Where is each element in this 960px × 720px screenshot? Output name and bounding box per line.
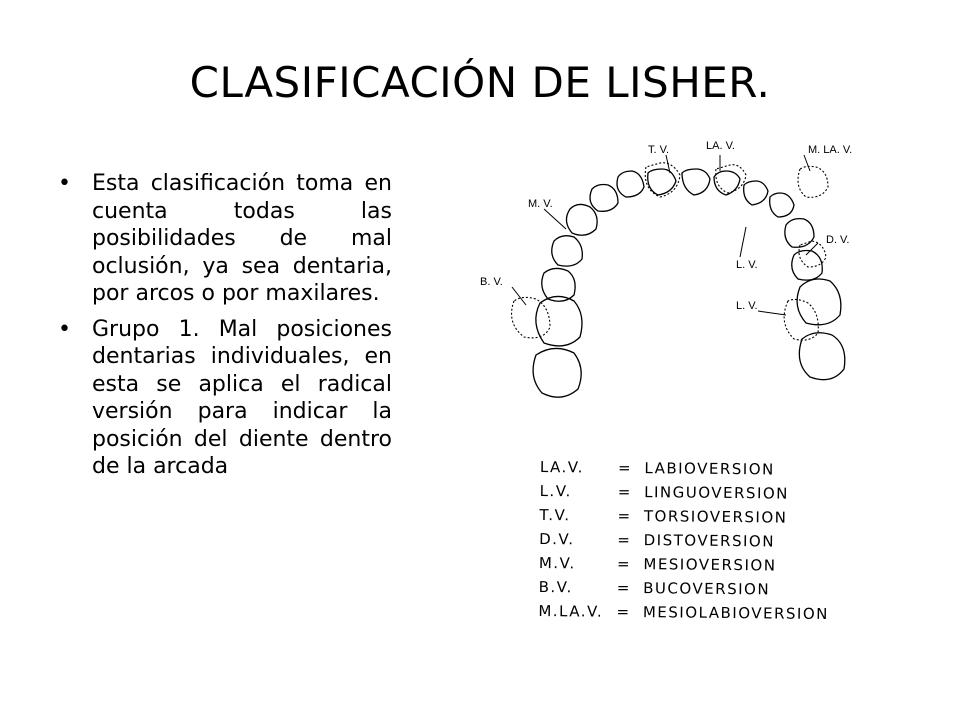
label-mv: M. V.: [528, 198, 553, 210]
legend-meaning: MESIOLABIOVERSION: [642, 603, 830, 624]
slide-title: CLASIFICACIÓN DE LISHER.: [189, 58, 771, 108]
leader-line: [739, 226, 747, 258]
leader-line: [805, 242, 819, 256]
label-bv: B. V.: [480, 276, 503, 288]
label-lav: LA. V.: [706, 140, 735, 152]
bullet-item: • Grupo 1. Mal posiciones dentarias indi…: [58, 316, 392, 481]
tooth: [616, 170, 645, 198]
legend-meaning: DISTOVERSION: [643, 531, 776, 551]
label-mlav: M. LA. V.: [808, 144, 852, 156]
tooth: [532, 347, 582, 398]
dotted-tooth-outline: [783, 298, 819, 341]
legend-abbr: T.V.: [539, 505, 571, 525]
legend-abbr: M.V.: [538, 553, 576, 573]
tooth: [713, 170, 741, 196]
abbreviation-legend: LA.V. = LABIOVERSION L.V. = LINGUOVERSIO…: [538, 455, 920, 659]
legend-meaning: LINGUOVERSION: [644, 483, 790, 503]
tooth: [541, 267, 576, 302]
tooth: [589, 183, 619, 212]
tooth: [647, 168, 677, 196]
label-lv: L. V.: [736, 300, 758, 312]
legend-abbr: D.V.: [539, 529, 575, 549]
legend-equals: =: [617, 554, 632, 573]
tooth: [791, 249, 823, 281]
legend-equals: =: [617, 506, 632, 525]
tooth: [769, 192, 795, 218]
bullet-dot: •: [58, 316, 71, 342]
label-lv: L. V.: [736, 259, 758, 271]
legend-abbr: M.LA.V.: [538, 601, 604, 621]
legend-meaning: TORSIOVERSION: [643, 507, 788, 527]
legend-meaning: MESIOVERSION: [643, 555, 777, 575]
legend-abbr: LA.V.: [539, 457, 585, 477]
dotted-tooth-outline: [798, 240, 827, 268]
tooth: [784, 217, 815, 248]
tooth: [798, 332, 846, 381]
leader-line: [543, 208, 567, 230]
tooth: [796, 278, 842, 326]
legend-equals: =: [616, 578, 632, 597]
bullet-list: • Esta clasificación toma en cuenta toda…: [58, 170, 392, 489]
dotted-tooth-outline: [797, 165, 829, 198]
label-tv: T. V.: [648, 144, 669, 156]
tooth: [681, 168, 711, 196]
dotted-tooth-outline: [715, 164, 747, 194]
dotted-tooth-outline: [511, 296, 551, 339]
bullet-text: Grupo 1. Mal posiciones dentarias indivi…: [92, 316, 392, 480]
bullet-item: • Esta clasificación toma en cuenta toda…: [58, 170, 392, 308]
legend-meaning: LABIOVERSION: [644, 459, 775, 479]
dotted-tooth-outline: [644, 162, 681, 198]
leader-line: [803, 154, 811, 172]
dental-arch-diagram: T. V. LA. V. M. LA. V. M. V. D. V. L. V.…: [480, 140, 852, 398]
legend-row: M.LA.V. = MESIOLABIOVERSION: [538, 599, 918, 627]
tooth: [551, 235, 583, 267]
label-dv: D. V.: [826, 234, 849, 246]
bullet-text: Esta clasificación toma en cuenta todas …: [92, 171, 392, 306]
legend-equals: =: [618, 458, 633, 477]
legend-equals: =: [617, 482, 633, 501]
tooth: [565, 203, 598, 236]
legend-meaning: BUCOVERSION: [643, 579, 771, 599]
tooth: [743, 180, 769, 206]
bullet-dot: •: [58, 171, 71, 196]
leader-line: [757, 310, 787, 316]
legend-abbr: B.V.: [538, 577, 573, 597]
leader-line: [665, 154, 671, 174]
leader-line: [511, 286, 527, 306]
legend-equals: =: [617, 530, 632, 549]
legend-abbr: L.V.: [539, 481, 572, 501]
tooth: [535, 295, 583, 347]
legend-equals: =: [616, 602, 631, 621]
